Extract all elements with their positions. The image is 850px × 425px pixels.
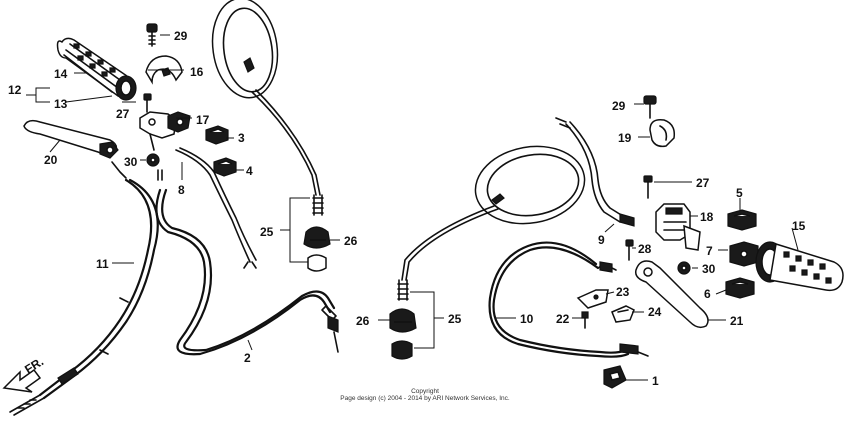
mirror-boot-26-left[interactable] — [303, 226, 331, 272]
switch-4[interactable] — [213, 157, 237, 177]
callout-6: 6 — [704, 287, 711, 301]
callout-27: 27 — [116, 107, 130, 121]
callout-19: 19 — [618, 131, 632, 145]
callout-16: 16 — [190, 65, 204, 79]
callout-23: 23 — [616, 285, 630, 299]
callout-30: 30 — [124, 155, 138, 169]
switch-wire-9[interactable] — [555, 117, 635, 227]
left-handle-grip[interactable] — [56, 37, 137, 101]
callout-22: 22 — [556, 312, 570, 326]
throttle-cable-2[interactable] — [155, 169, 339, 356]
bolt-29-right[interactable] — [643, 95, 657, 119]
mirror-boot-26-right[interactable] — [389, 308, 417, 360]
callout-30-right: 30 — [702, 262, 716, 276]
screw-22[interactable] — [581, 311, 589, 329]
switch-cover-16[interactable] — [145, 55, 183, 85]
cable-clip-1[interactable] — [603, 365, 627, 389]
callout-9: 9 — [598, 233, 605, 247]
leader-lines — [26, 34, 799, 381]
clutch-cable-11[interactable] — [9, 161, 159, 416]
callout-29-right: 29 — [612, 99, 626, 113]
screw-28[interactable] — [625, 239, 634, 261]
callout-1: 1 — [652, 374, 659, 388]
screw-29-left[interactable] — [146, 23, 158, 47]
callout-21: 21 — [730, 314, 744, 328]
nut-30-left[interactable] — [146, 153, 160, 167]
callout-28: 28 — [638, 242, 652, 256]
callout-8: 8 — [178, 183, 185, 197]
switch-wire-harness-left — [175, 147, 257, 269]
callout-10: 10 — [520, 312, 534, 326]
lever-holder-17[interactable] — [139, 111, 191, 151]
stop-switch-24[interactable] — [611, 305, 635, 323]
callout-17: 17 — [196, 113, 210, 127]
brake-cable-10[interactable] — [488, 241, 649, 358]
callout-18: 18 — [700, 210, 714, 224]
callout-13: 13 — [54, 97, 68, 111]
callout-20: 20 — [44, 153, 58, 167]
callout-labels: 29 14 16 12 13 27 17 3 30 4 20 8 11 25 2… — [8, 29, 806, 388]
nut-30-right[interactable] — [677, 261, 691, 275]
clamp-19[interactable] — [649, 118, 676, 148]
callout-12: 12 — [8, 83, 22, 97]
callout-15: 15 — [792, 219, 806, 233]
callout-14: 14 — [54, 67, 68, 81]
screw-27-left[interactable] — [143, 93, 152, 113]
callout-2: 2 — [244, 351, 251, 365]
switch-5[interactable] — [727, 209, 757, 231]
front-direction-arrow — [2, 368, 42, 393]
switch-3[interactable] — [205, 125, 229, 145]
switch-6[interactable] — [725, 277, 755, 299]
callout-7: 7 — [706, 244, 713, 258]
clutch-lever-20[interactable] — [23, 119, 119, 159]
callout-27-right: 27 — [696, 176, 710, 190]
callout-3: 3 — [238, 131, 245, 145]
callout-26: 26 — [344, 234, 358, 248]
callout-4: 4 — [246, 164, 253, 178]
callout-25: 25 — [260, 225, 274, 239]
front-direction-label: FR. — [22, 354, 46, 376]
callout-29: 29 — [174, 29, 188, 43]
left-mirror[interactable] — [206, 0, 324, 216]
callout-25-right: 25 — [448, 312, 462, 326]
callout-26-right: 26 — [356, 314, 370, 328]
screw-27-right[interactable] — [643, 175, 653, 199]
bracket-23[interactable] — [576, 289, 609, 309]
callout-24: 24 — [648, 305, 662, 319]
brake-lever-21[interactable] — [634, 260, 709, 329]
switch-housing-7[interactable] — [729, 241, 759, 267]
right-mirror[interactable] — [397, 138, 591, 301]
callout-5: 5 — [736, 186, 743, 200]
right-handle-grip-15[interactable] — [755, 241, 844, 292]
master-cylinder-18[interactable] — [655, 203, 701, 251]
callout-11: 11 — [96, 257, 109, 271]
page-design-text: Page design (c) 2004 - 2014 by ARI Netwo… — [340, 395, 510, 402]
copyright-text: Copyright — [411, 388, 439, 395]
